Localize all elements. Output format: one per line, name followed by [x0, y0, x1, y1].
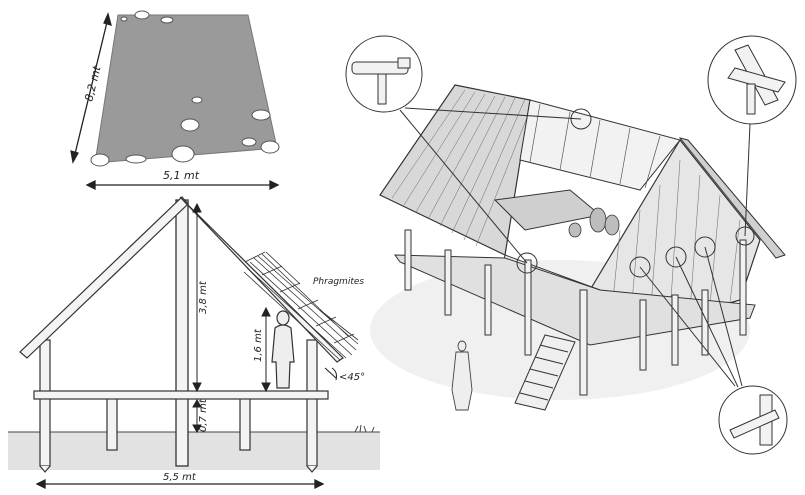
- post-hole: [191, 96, 203, 104]
- post-hole: [260, 140, 280, 154]
- post-hole: [241, 137, 257, 147]
- thatch-hatching: [391, 89, 529, 247]
- pile: [39, 395, 51, 467]
- house-pile: [701, 289, 709, 356]
- right-wall-post: [306, 339, 318, 397]
- roof-angle-label: <45°: [339, 372, 365, 383]
- house-pile: [639, 299, 647, 371]
- thatch-bundle: [243, 251, 359, 361]
- post-hole: [171, 145, 195, 163]
- joint-detail-floor: [729, 394, 780, 446]
- roof-height-dimension: [192, 202, 202, 393]
- house-piles: [404, 229, 747, 396]
- grass-tuft: [354, 424, 375, 433]
- floor-platform: [33, 390, 329, 400]
- roof-battens: [529, 103, 661, 189]
- post-holes: [90, 10, 280, 167]
- central-post: [175, 199, 189, 467]
- house-pile: [671, 294, 679, 366]
- post-hole: [134, 10, 150, 20]
- house-pile: [404, 229, 412, 291]
- ground-profile: [8, 432, 380, 470]
- left-wall-post: [39, 339, 51, 397]
- post-hole: [180, 118, 200, 132]
- post-hole: [120, 16, 128, 22]
- perspective-house: [345, 35, 797, 455]
- pile: [106, 395, 118, 451]
- base-width-label: 5,5 mt: [163, 472, 197, 483]
- joint-detail-roof: [727, 44, 786, 115]
- human-figure: [271, 310, 295, 389]
- left-rafter: [19, 196, 189, 359]
- floor-plan: 8,2 mt 5,1 mt: [70, 10, 280, 191]
- plan-width-dimension: [85, 179, 280, 191]
- roof-height-label: 3,8 mt: [198, 280, 209, 314]
- roof-angle-arc: [324, 367, 337, 381]
- cross-section: 3,8 mt 1,6 mt 0,7 mt 5,5 mt Phragmites <…: [8, 196, 380, 490]
- left-roof-slope: [379, 84, 531, 256]
- house-pile: [739, 239, 747, 336]
- pile: [306, 395, 318, 467]
- right-roof-edge: [678, 137, 786, 259]
- plan-length-dimension: [70, 12, 112, 164]
- post-hole: [90, 153, 110, 167]
- house-pile: [444, 249, 452, 316]
- person-height-label: 1,6 mt: [253, 328, 264, 362]
- standing-person: [451, 340, 473, 411]
- storage-jars: [568, 207, 620, 238]
- post-hole: [160, 16, 174, 24]
- floor-height-label: 0,7 mt: [198, 398, 209, 432]
- roof-material-label: Phragmites: [313, 277, 364, 287]
- house-pile: [524, 259, 532, 356]
- pile-points: [39, 465, 318, 473]
- pile: [239, 395, 251, 451]
- ladder: [514, 334, 576, 411]
- post-hole: [125, 154, 147, 164]
- joint-detail-ridge: [351, 57, 411, 105]
- plan-width-label: 5,1 mt: [163, 169, 200, 182]
- plan-length-label: 8,2 mt: [82, 64, 103, 103]
- back-roof-frame: [519, 99, 681, 191]
- house-pile: [579, 289, 588, 396]
- right-rafter: [179, 196, 344, 363]
- base-width-dimension: [35, 478, 325, 490]
- house-pile: [484, 264, 492, 336]
- person-height-dimension: [261, 306, 271, 393]
- floor-height-dimension: [192, 398, 202, 434]
- post-hole: [251, 109, 271, 121]
